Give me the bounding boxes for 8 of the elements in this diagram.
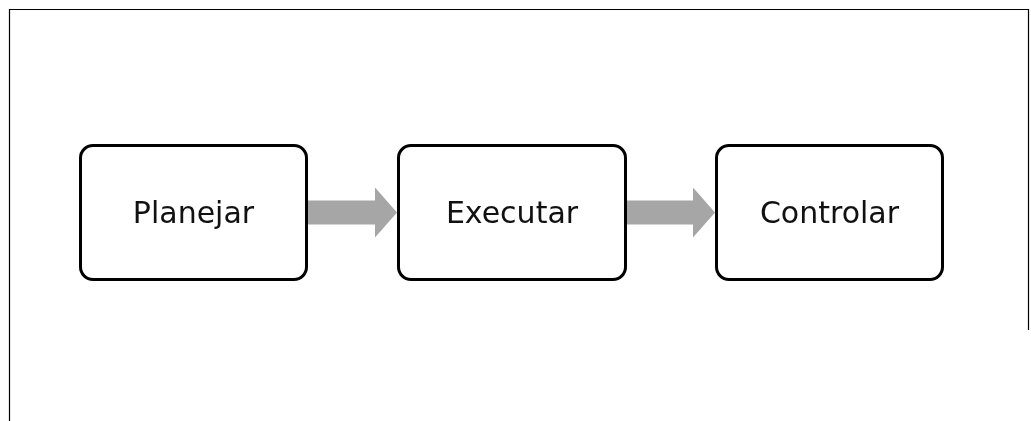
arrow: [627, 187, 715, 238]
process-box: [715, 144, 944, 281]
arrow: [308, 187, 397, 238]
box-label: Executar: [445, 195, 579, 230]
process-box: [397, 144, 627, 281]
process-box: [79, 144, 308, 281]
box-label: Controlar: [759, 195, 900, 230]
box-label: Planejar: [132, 195, 255, 230]
